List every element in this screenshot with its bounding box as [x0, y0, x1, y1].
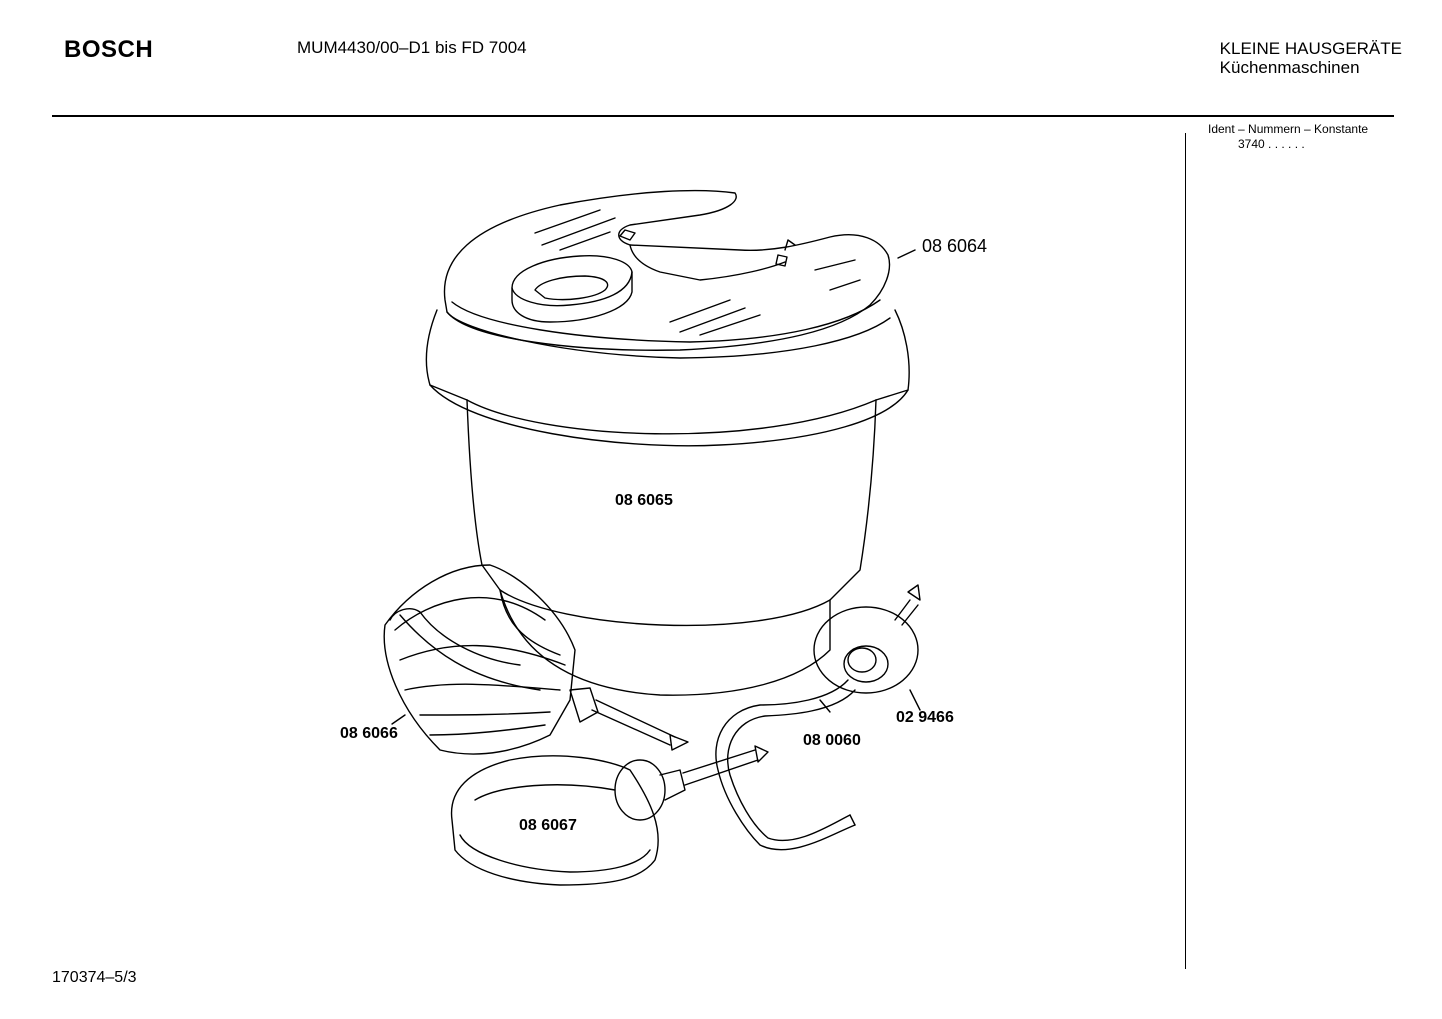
- bowl-drawing: 08 6065: [425, 309, 910, 696]
- category-subtitle: Küchenmaschinen: [1219, 58, 1360, 77]
- sidebar-divider: [1185, 133, 1186, 969]
- brand-logo: BOSCH: [64, 36, 154, 63]
- part-label-lid: 08 6064: [922, 236, 987, 256]
- stirrer-drawing: 08 0060 02 9466: [715, 584, 954, 851]
- part-label-bowl: 08 6065: [615, 492, 673, 509]
- part-label-whisk: 08 6066: [340, 725, 398, 742]
- ident-block: Ident – Nummern – Konstante 3740 . . . .…: [1208, 122, 1368, 152]
- category-block: KLEINE HAUSGERÄTE Küchenmaschinen: [1220, 39, 1402, 77]
- part-label-stirrer-disc: 02 9466: [896, 709, 954, 726]
- ident-label: Ident – Nummern – Konstante: [1208, 122, 1369, 136]
- ident-value: 3740 . . . . . .: [1238, 137, 1305, 151]
- drawing-code: 170374–5/3: [52, 969, 137, 986]
- part-label-stirrer-wire: 08 0060: [803, 732, 861, 749]
- header-divider: [52, 115, 1394, 117]
- stirrer-disc: [813, 606, 919, 694]
- part-label-kneading-hook: 08 6067: [519, 817, 577, 834]
- kneading-hook-drawing: 08 6067: [450, 745, 769, 886]
- lid-drawing: 08 6064: [443, 189, 987, 359]
- category-title: KLEINE HAUSGERÄTE: [1219, 39, 1402, 58]
- whisk-drawing: 08 6066: [340, 564, 689, 755]
- model-number: MUM4430/00–D1 bis FD 7004: [297, 38, 527, 57]
